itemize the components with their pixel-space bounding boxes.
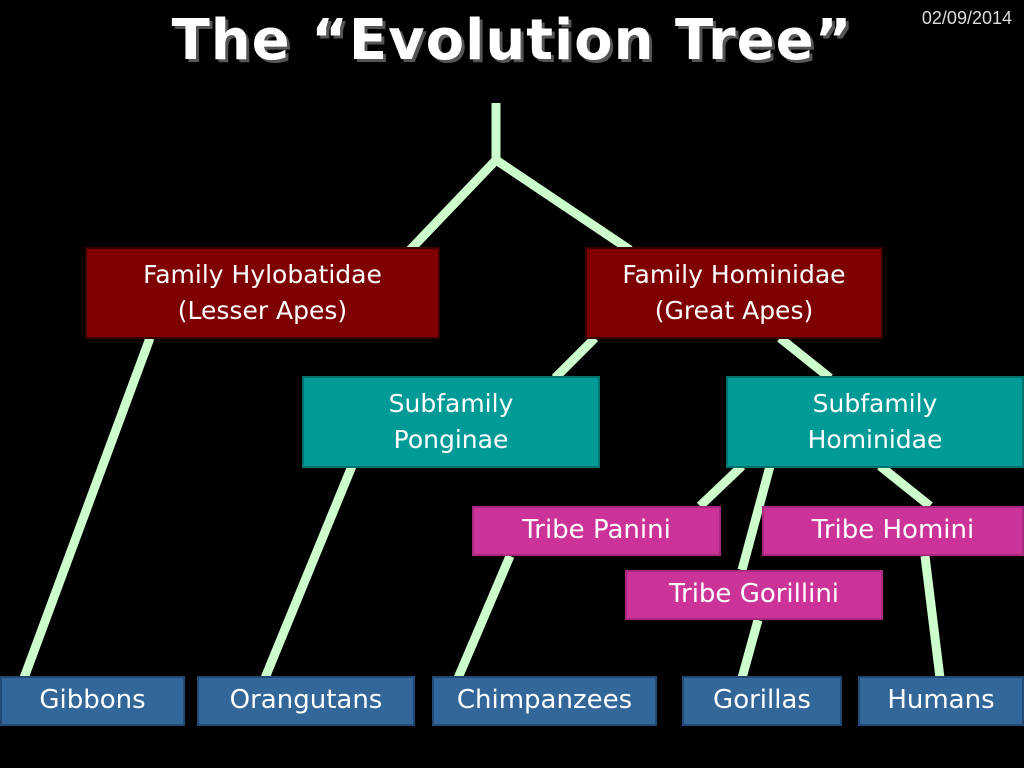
species-gibbons-label: Gibbons: [39, 685, 146, 716]
subfamily-ponginae-box: Subfamily Ponginae: [302, 376, 600, 468]
branch-to-ponginae: [551, 334, 599, 382]
tribe-panini-box: Tribe Panini: [472, 506, 721, 556]
branch-to-gorillas: [737, 618, 763, 680]
species-chimpanzees-box: Chimpanzees: [432, 676, 657, 726]
branch-to-panini: [696, 462, 746, 510]
slide-title: The “Evolution Tree”: [171, 8, 853, 73]
tribe-homini-label: Tribe Homini: [811, 515, 975, 546]
species-orangutans-box: Orangutans: [197, 676, 415, 726]
family-hominidae-label: Family Hominidae (Great Apes): [622, 259, 846, 325]
family-hylobatidae-label: Family Hylobatidae (Lesser Apes): [143, 259, 382, 325]
branch-to-orangutans: [260, 464, 357, 680]
species-humans-label: Humans: [887, 685, 995, 716]
branch-to-subfamily-hominidae: [777, 334, 833, 382]
species-chimpanzees-label: Chimpanzees: [456, 685, 633, 716]
branch-to-chimpanzees: [453, 554, 515, 680]
species-gorillas-box: Gorillas: [682, 676, 842, 726]
tribe-gorillini-label: Tribe Gorillini: [668, 579, 840, 610]
branch-to-homini: [877, 462, 933, 510]
subfamily-ponginae-label: Subfamily Ponginae: [388, 388, 514, 454]
species-humans-box: Humans: [858, 676, 1024, 726]
family-hominidae-box: Family Hominidae (Great Apes): [585, 247, 883, 339]
slide-date: 02/09/2014: [921, 8, 1012, 28]
tribe-gorillini-box: Tribe Gorillini: [625, 570, 883, 620]
tribe-panini-label: Tribe Panini: [522, 515, 671, 546]
species-gorillas-label: Gorillas: [713, 685, 811, 716]
species-gibbons-box: Gibbons: [0, 676, 185, 726]
branch-to-humans: [920, 555, 945, 679]
subfamily-hominidae-box: Subfamily Hominidae: [726, 376, 1024, 468]
branch-to-gibbons: [19, 336, 155, 680]
tribe-homini-box: Tribe Homini: [762, 506, 1024, 556]
branch-to-gorillini: [737, 464, 775, 572]
branch-to-hominidae: [493, 156, 633, 254]
species-orangutans-label: Orangutans: [229, 685, 383, 716]
subfamily-hominidae-label: Subfamily Hominidae: [807, 388, 943, 454]
family-hylobatidae-box: Family Hylobatidae (Lesser Apes): [85, 247, 440, 339]
branch-to-hylobatidae: [406, 156, 500, 254]
